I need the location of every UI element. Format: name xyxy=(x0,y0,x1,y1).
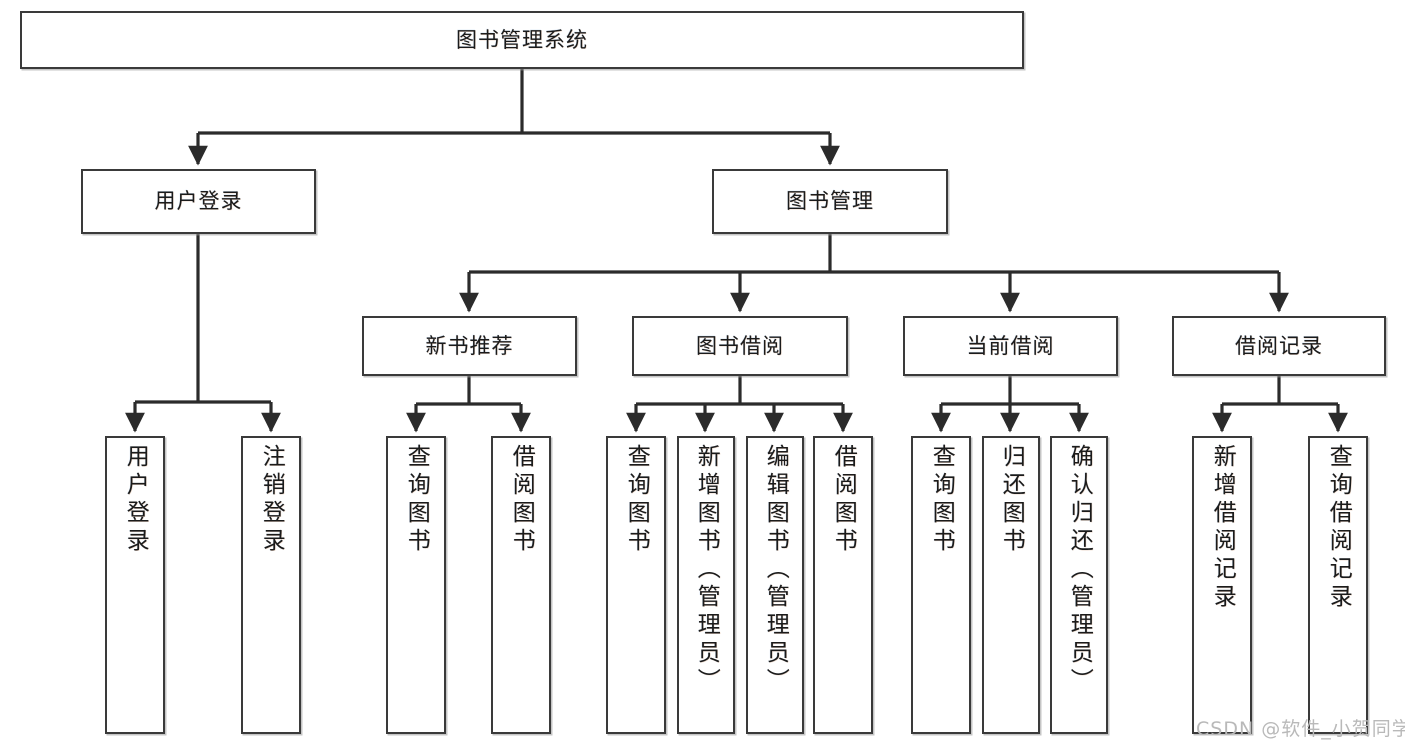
node-label: 用户登录 xyxy=(122,444,149,556)
node-label: 借阅记录 xyxy=(1235,333,1323,358)
node-label: 借阅图书 xyxy=(830,444,857,556)
leaf-query-borrow-record[interactable]: 查询借阅记录 xyxy=(1308,436,1368,734)
leaf-borrow-book-recommend[interactable]: 借阅图书 xyxy=(491,436,551,734)
leaf-logout-login[interactable]: 注销登录 xyxy=(241,436,301,734)
node-label: 新增借阅记录 xyxy=(1209,444,1236,612)
node-label: 确认归还（管理员） xyxy=(1066,444,1093,696)
leaf-add-borrow-record[interactable]: 新增借阅记录 xyxy=(1192,436,1252,734)
node-label: 图书管理 xyxy=(786,189,874,214)
node-label: 查询图书 xyxy=(928,444,955,556)
node-current-borrow[interactable]: 当前借阅 xyxy=(903,316,1118,376)
node-label: 查询图书 xyxy=(403,444,430,556)
leaf-user-login[interactable]: 用户登录 xyxy=(105,436,165,734)
leaf-query-book-current[interactable]: 查询图书 xyxy=(911,436,971,734)
node-label: 图书借阅 xyxy=(696,333,784,358)
node-label: 注销登录 xyxy=(258,444,285,556)
node-book-management[interactable]: 图书管理 xyxy=(712,169,948,234)
node-label: 图书管理系统 xyxy=(456,27,588,52)
node-user-login[interactable]: 用户登录 xyxy=(81,169,316,234)
node-label: 当前借阅 xyxy=(966,333,1055,358)
leaf-borrow-book[interactable]: 借阅图书 xyxy=(813,436,873,734)
node-book-borrow[interactable]: 图书借阅 xyxy=(632,316,848,376)
node-label: 借阅图书 xyxy=(508,444,535,556)
node-label: 用户登录 xyxy=(154,189,243,214)
leaf-query-book-recommend[interactable]: 查询图书 xyxy=(386,436,446,734)
node-label: 新书推荐 xyxy=(425,333,514,358)
node-label: 查询借阅记录 xyxy=(1325,444,1352,612)
node-root-book-management-system[interactable]: 图书管理系统 xyxy=(20,11,1024,69)
leaf-edit-book[interactable]: 编辑图书（管理员） xyxy=(746,436,804,734)
node-new-book-recommend[interactable]: 新书推荐 xyxy=(362,316,577,376)
leaf-add-book[interactable]: 新增图书（管理员） xyxy=(677,436,735,734)
csdn-watermark: CSDN @软件_小贺同学 xyxy=(1196,718,1405,740)
leaf-return-book[interactable]: 归还图书 xyxy=(982,436,1040,734)
node-label: 查询图书 xyxy=(623,444,650,556)
node-label: 归还图书 xyxy=(998,444,1025,556)
leaf-confirm-return[interactable]: 确认归还（管理员） xyxy=(1050,436,1108,734)
node-label: 编辑图书（管理员） xyxy=(762,444,789,696)
leaf-query-book-borrow[interactable]: 查询图书 xyxy=(606,436,666,734)
node-label: 新增图书（管理员） xyxy=(693,444,720,696)
node-borrow-record[interactable]: 借阅记录 xyxy=(1172,316,1386,376)
